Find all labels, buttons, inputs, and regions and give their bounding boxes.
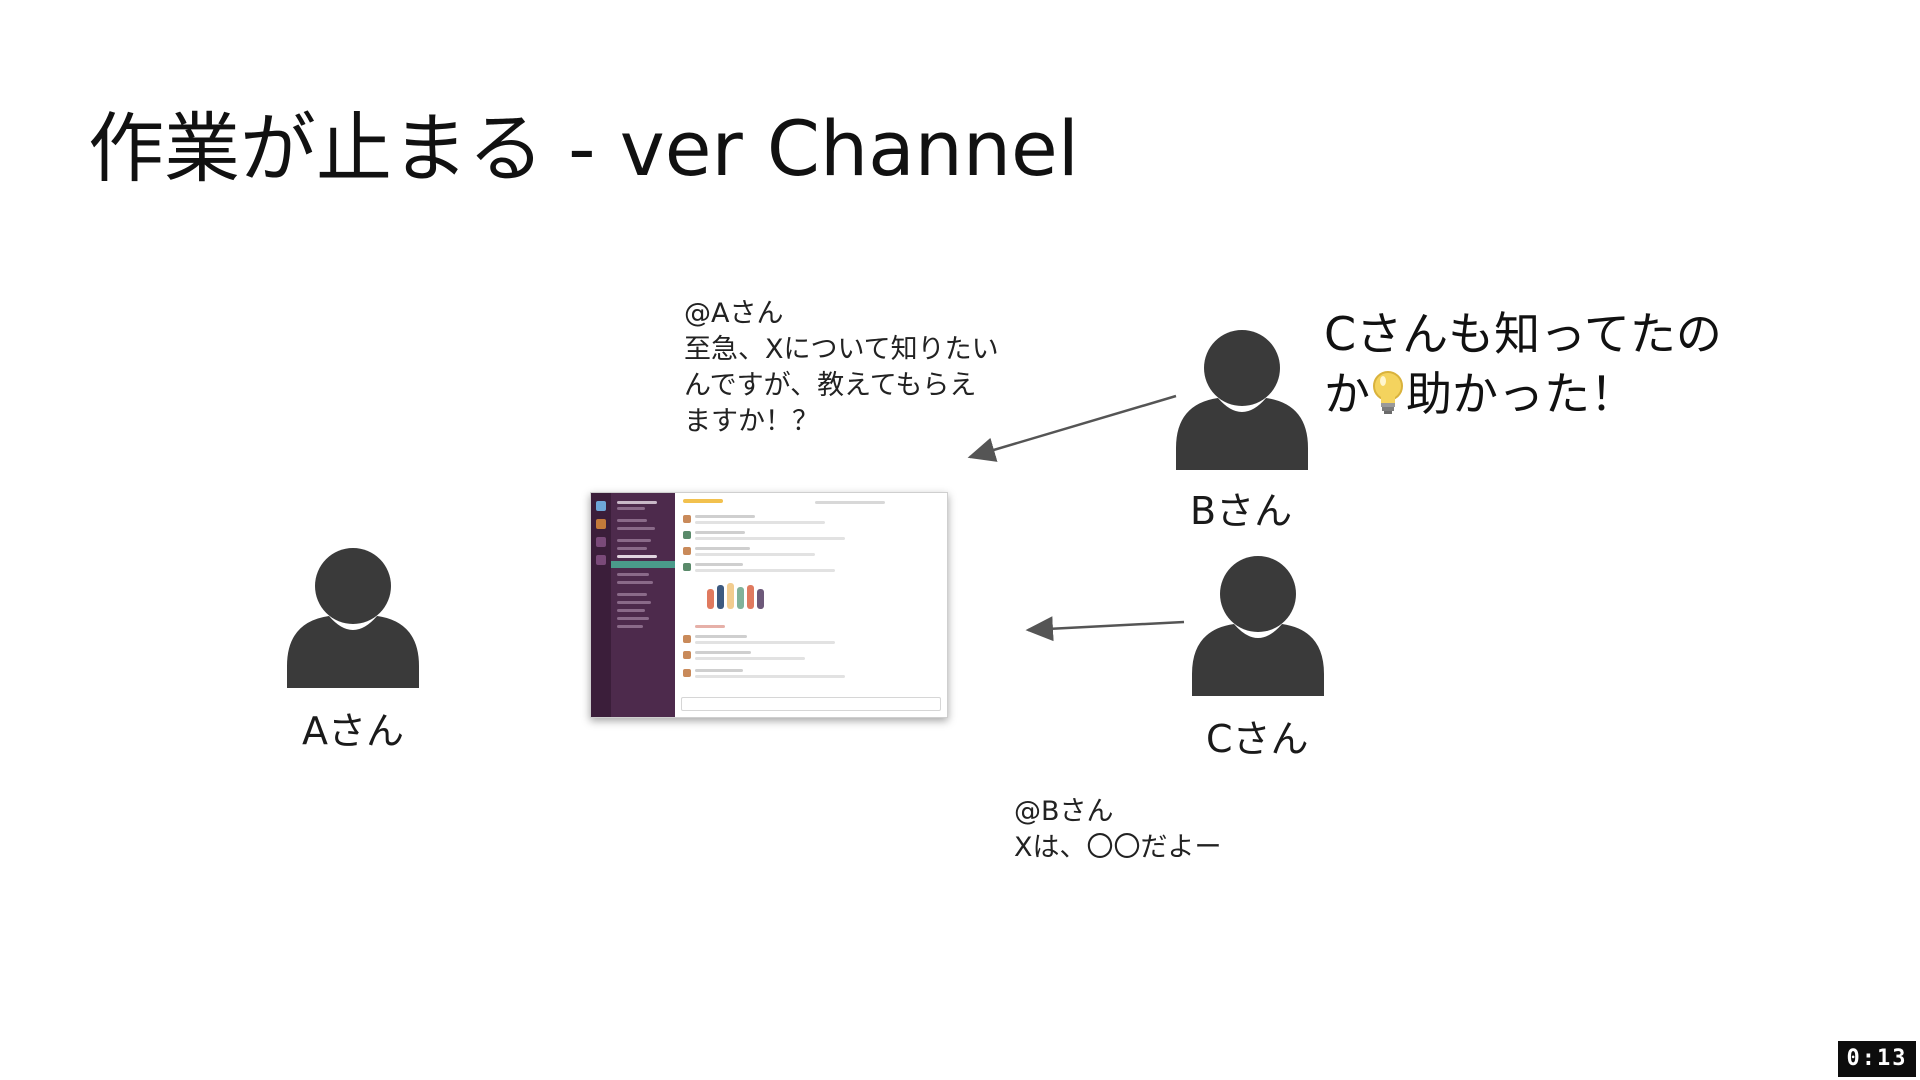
message-to-a-line-4: ますか！？ xyxy=(684,406,819,437)
speech-text: Cさんも知ってたの か 助かった！ xyxy=(1324,304,1722,430)
chat-window-screenshot xyxy=(590,492,948,718)
chat-illustration xyxy=(705,581,767,611)
message-to-a-line-3: んですが、教えてもらえ xyxy=(684,370,977,401)
speech-line-2: か 助かった！ xyxy=(1324,364,1722,430)
speech-line-2-start: か xyxy=(1324,367,1370,421)
speech-line-1: Cさんも知ってたの xyxy=(1324,307,1722,361)
chat-input-box xyxy=(681,697,941,711)
person-b-label: Bさん xyxy=(1190,489,1293,533)
message-to-a-line-1: @Aさん xyxy=(684,298,784,329)
message-to-b-line-1: @Bさん xyxy=(1014,796,1114,827)
slide-title: 作業が止まる - ver Channel xyxy=(88,104,1079,193)
lightbulb-icon xyxy=(1370,370,1406,430)
chat-message-area xyxy=(675,493,947,717)
message-to-b: @Bさん Xは、〇〇だよー xyxy=(1014,794,1222,866)
arrow-c-to-channel xyxy=(1025,616,1185,642)
person-b-icon xyxy=(1176,330,1308,470)
speech-line-2-end: 助かった！ xyxy=(1406,367,1636,421)
message-to-a-line-2: 至急、Xについて知りたい xyxy=(684,334,999,365)
chat-channel-sidebar xyxy=(611,493,675,717)
person-a-icon xyxy=(287,548,419,688)
arrow-b-to-channel xyxy=(967,394,1177,462)
person-c-icon xyxy=(1192,556,1324,696)
chat-workspace-rail xyxy=(591,493,611,717)
message-to-b-line-2: Xは、〇〇だよー xyxy=(1014,832,1222,863)
video-timestamp: 0:13 xyxy=(1838,1041,1916,1077)
person-a-label: Aさん xyxy=(302,709,404,753)
message-to-a: @Aさん 至急、Xについて知りたい んですが、教えてもらえ ますか！？ xyxy=(684,296,999,440)
person-c-label: Cさん xyxy=(1206,717,1309,761)
